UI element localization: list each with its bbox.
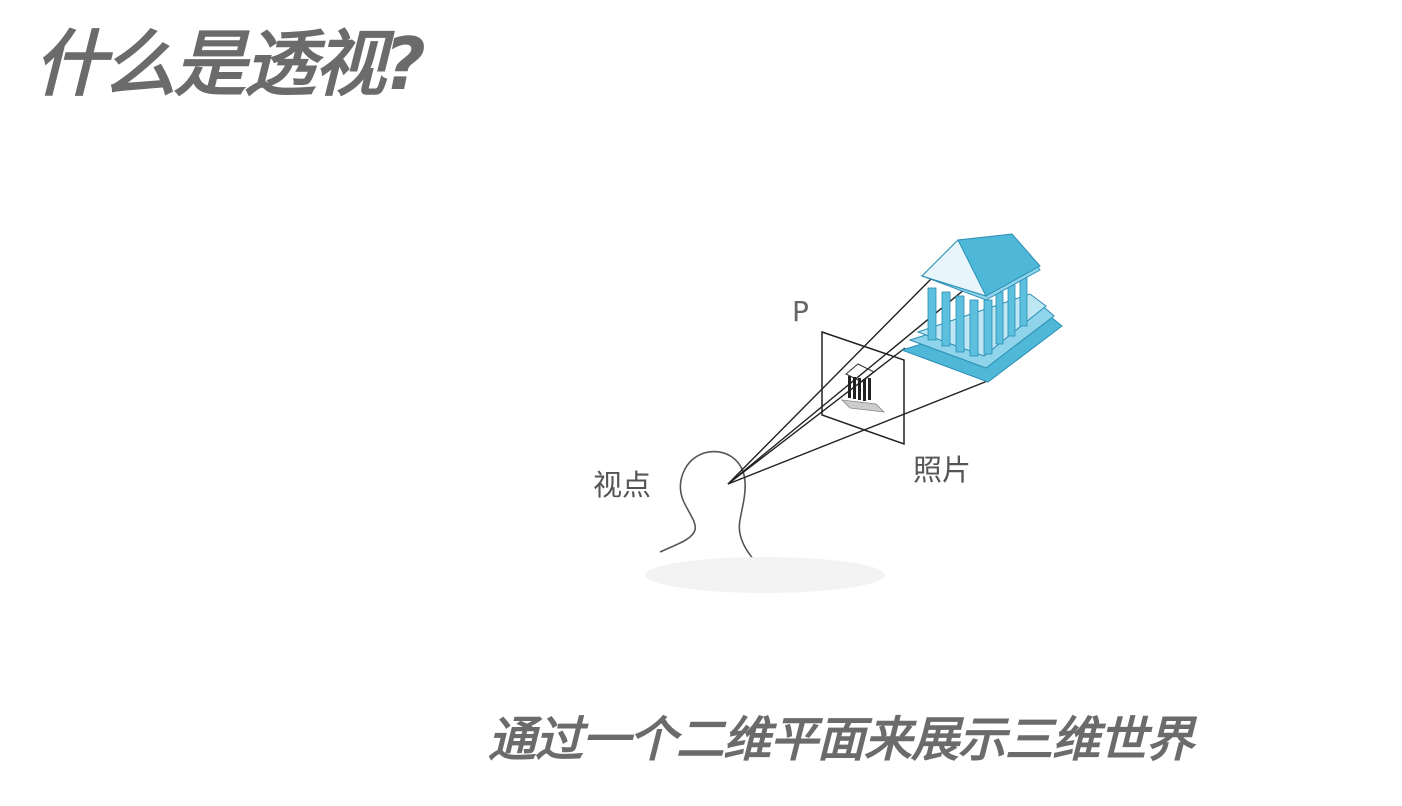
- viewer-head-silhouette: [659, 450, 766, 591]
- viewpoint-label: 视点: [593, 468, 652, 502]
- slide-caption: 通过一个二维平面来展示三维世界: [488, 712, 1194, 768]
- slide-title: 什么是透视?: [34, 22, 426, 106]
- floor-shadow: [645, 557, 885, 593]
- picture-plane-label: P: [792, 295, 809, 328]
- temple-object: [900, 233, 1063, 383]
- projected-temple-image: [840, 363, 886, 413]
- photo-label: 照片: [913, 453, 972, 487]
